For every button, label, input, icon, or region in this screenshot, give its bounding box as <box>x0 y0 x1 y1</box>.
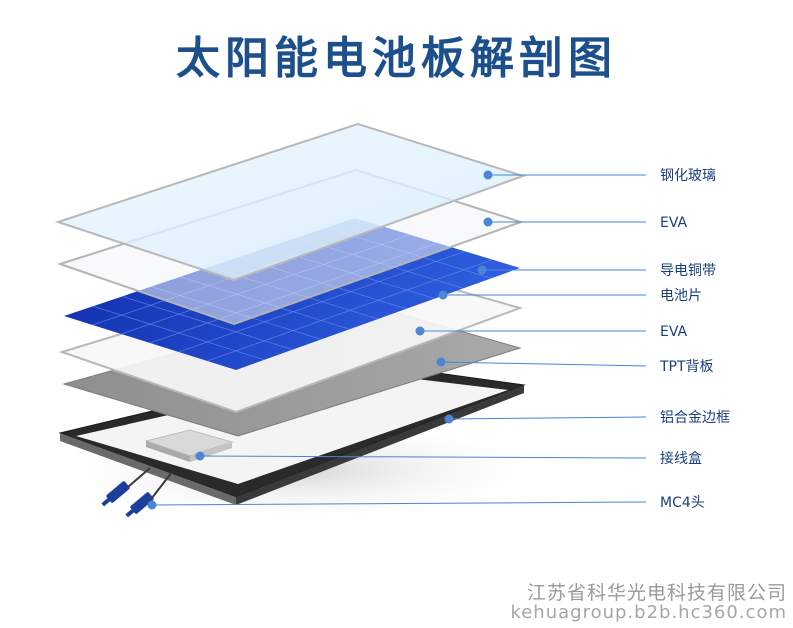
callout-line <box>151 501 647 506</box>
callout-dot <box>436 357 446 367</box>
watermark-url: kehuagroup.b2b.hc360.com <box>510 602 787 623</box>
callout-dot <box>483 170 493 180</box>
callout-dot <box>444 414 454 424</box>
aluminum-frame <box>58 361 526 505</box>
callout-dot <box>438 290 448 300</box>
watermark-company: 江苏省科华光电科技有限公司 <box>526 582 787 604</box>
callout-dot <box>195 451 205 461</box>
callout-dot <box>477 265 487 275</box>
callout-dot <box>415 326 425 336</box>
layer-label: EVA <box>660 324 688 340</box>
mc4-connectors <box>101 467 173 518</box>
callout-line <box>440 361 647 367</box>
layer-label: 铝合金边框 <box>660 410 730 426</box>
layer-label: 钢化玻璃 <box>660 167 716 184</box>
layer-label: MC4头 <box>660 495 705 511</box>
callout-line <box>199 455 647 459</box>
layer-label: 电池片 <box>660 288 702 304</box>
page-title: 太阳能电池板解剖图 <box>176 33 617 84</box>
callout-line <box>448 416 647 420</box>
layer-label: 接线盒 <box>660 450 702 467</box>
layer-label: 导电铜带 <box>660 263 716 279</box>
tempered-glass <box>54 122 527 282</box>
callout-dot <box>147 500 157 510</box>
callout-dot <box>483 217 493 227</box>
layer-label: EVA <box>660 215 688 231</box>
layer-label: TPT背板 <box>659 359 714 375</box>
